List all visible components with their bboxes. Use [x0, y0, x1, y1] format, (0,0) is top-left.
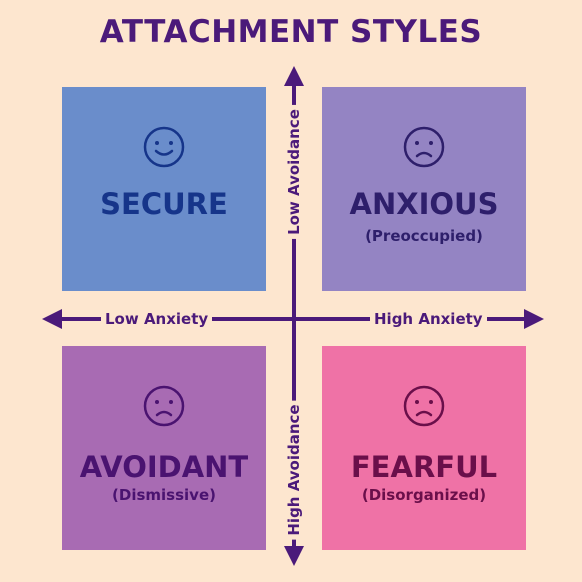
axis-label-high-avoidance: High Avoidance	[283, 400, 305, 540]
arrow-left-icon	[42, 309, 62, 329]
quadrant-fearful: FEARFUL (Disorganized)	[322, 346, 526, 550]
quadrant-name: ANXIOUS	[349, 187, 499, 221]
quadrant-subtitle: (Dismissive)	[112, 486, 216, 504]
frown-face-icon	[403, 126, 445, 168]
diagram-title: ATTACHMENT STYLES	[99, 14, 483, 50]
arrow-down-icon	[284, 546, 304, 566]
arrow-right-icon	[524, 309, 544, 329]
quadrant-avoidant: AVOIDANT (Dismissive)	[62, 346, 266, 550]
quadrant-anxious: ANXIOUS (Preoccupied)	[322, 87, 526, 291]
arrow-up-icon	[284, 66, 304, 86]
frown-face-icon	[143, 385, 185, 427]
smile-face-icon	[143, 126, 185, 168]
axis-label-low-avoidance: Low Avoidance	[283, 105, 305, 239]
quadrant-secure: SECURE	[62, 87, 266, 291]
quadrant-name: SECURE	[100, 187, 228, 221]
quadrant-name: AVOIDANT	[79, 450, 249, 484]
frown-face-icon	[403, 385, 445, 427]
quadrant-name: FEARFUL	[350, 450, 498, 484]
axis-label-high-anxiety: High Anxiety	[370, 309, 487, 329]
quadrant-subtitle: (Disorganized)	[361, 486, 487, 504]
quadrant-subtitle: (Preoccupied)	[365, 227, 483, 245]
axis-label-low-anxiety: Low Anxiety	[101, 309, 213, 329]
